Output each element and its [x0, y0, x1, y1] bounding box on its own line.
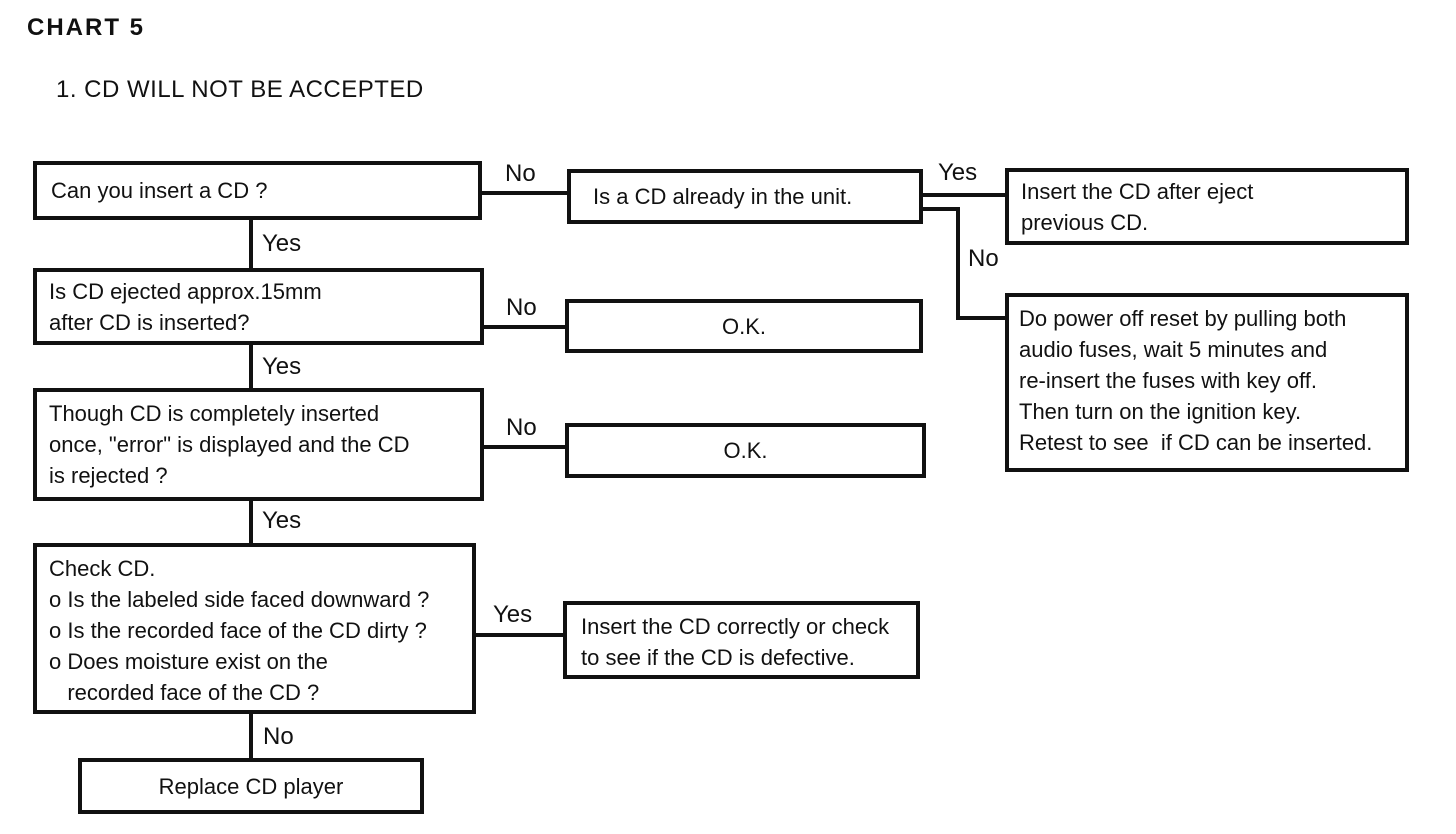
node-cd-already-in-unit-text: Is a CD already in the unit. [593, 184, 853, 209]
connector-error-no [484, 445, 565, 449]
node-cd-ejected-15mm-text: Is CD ejected approx.15mm after CD is in… [49, 279, 322, 335]
node-cd-already-in-unit: Is a CD already in the unit. [567, 169, 923, 224]
connector-cd-already-no-h1 [923, 207, 960, 211]
edge-label-yes: Yes [493, 601, 533, 628]
connector-can-insert-no [482, 191, 567, 195]
connector-check-no [249, 714, 253, 758]
node-insert-after-eject-text: Insert the CD after eject previous CD. [1021, 179, 1254, 235]
node-ok-2: O.K. [565, 423, 926, 478]
node-error-displayed: Though CD is completely inserted once, "… [33, 388, 484, 501]
node-power-off-reset: Do power off reset by pulling both audio… [1005, 293, 1409, 472]
connector-can-insert-yes [249, 220, 253, 268]
edge-label-no: No [506, 294, 537, 321]
connector-cd-already-no-vert [956, 207, 960, 320]
node-ok-2-text: O.K. [723, 438, 768, 463]
page-subtitle: 1. CD WILL NOT BE ACCEPTED [56, 76, 424, 103]
node-insert-cd-correctly-text: Insert the CD correctly or check to see … [581, 614, 890, 670]
edge-label-no: No [968, 245, 999, 272]
edge-label-no: No [505, 160, 536, 187]
connector-check-yes [476, 633, 563, 637]
node-error-displayed-text: Though CD is completely inserted once, "… [49, 401, 410, 488]
node-can-insert-cd-text: Can you insert a CD ? [51, 178, 268, 203]
edge-label-yes: Yes [262, 507, 302, 534]
node-replace-cd-player: Replace CD player [78, 758, 424, 814]
edge-label-yes: Yes [262, 353, 302, 380]
node-check-cd-text: Check CD. o Is the labeled side faced do… [49, 556, 430, 705]
edge-label-no: No [506, 414, 537, 441]
node-ok-1-text: O.K. [721, 313, 766, 339]
connector-cd-already-yes [923, 193, 1005, 197]
page-title: CHART 5 [27, 14, 146, 41]
node-can-insert-cd: Can you insert a CD ? [33, 161, 482, 220]
connector-error-yes [249, 501, 253, 543]
node-insert-cd-correctly: Insert the CD correctly or check to see … [563, 601, 920, 679]
node-insert-after-eject: Insert the CD after eject previous CD. [1005, 168, 1409, 245]
connector-ejected-yes [249, 345, 253, 388]
connector-ejected-no [484, 325, 565, 329]
node-ok-1: O.K. [565, 299, 923, 353]
edge-label-yes: Yes [262, 230, 302, 257]
edge-label-no: No [263, 723, 294, 750]
node-check-cd: Check CD. o Is the labeled side faced do… [33, 543, 476, 714]
node-cd-ejected-15mm: Is CD ejected approx.15mm after CD is in… [33, 268, 484, 345]
edge-label-yes: Yes [938, 159, 978, 186]
node-power-off-reset-text: Do power off reset by pulling both audio… [1019, 306, 1373, 455]
node-replace-cd-player-text: Replace CD player [158, 773, 344, 799]
connector-cd-already-no-h2 [956, 316, 1005, 320]
